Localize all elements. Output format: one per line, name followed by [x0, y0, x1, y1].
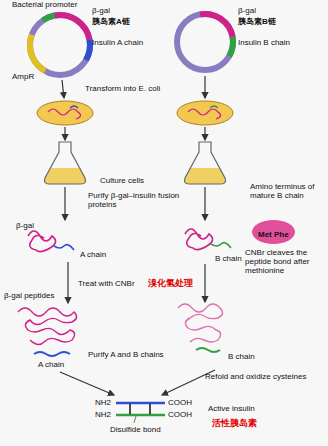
- cell: [37, 101, 93, 125]
- part-label: B chain: [228, 352, 255, 361]
- step-label: Refold and oxidize cysteines: [205, 372, 306, 381]
- gene-label: Insulin B chain: [238, 38, 290, 47]
- plasmid-dna: [188, 109, 221, 119]
- arrow: [64, 127, 65, 140]
- promoter-label: Bacterial promoter: [12, 0, 77, 9]
- plasmid-b: [177, 14, 233, 70]
- arrow: [64, 187, 65, 220]
- part-label: β-gal: [16, 221, 34, 230]
- part-label: β-gal peptides: [4, 291, 54, 300]
- step-label: Purify A and B chains: [88, 350, 173, 359]
- step-label: Transform into E. coli: [85, 84, 160, 93]
- terminus-label: NH2: [95, 398, 111, 407]
- promoter-segment: [43, 16, 55, 21]
- beta-gal-peptides: [18, 308, 77, 345]
- insulin-molecule: [116, 403, 165, 423]
- gene-label-cn: 胰岛素A链: [92, 17, 130, 26]
- step-label: Culture cells: [100, 176, 144, 185]
- gene-label: β-gal: [238, 6, 256, 15]
- arrow: [204, 264, 205, 302]
- b-chain: [211, 243, 231, 248]
- disulfide-bond: [149, 404, 151, 414]
- gene-label: β-gal: [92, 6, 110, 15]
- gene-label-cn: 胰岛素B链: [238, 17, 276, 26]
- plasmid-ring: [30, 15, 90, 75]
- beta-gal-segment: [55, 15, 90, 40]
- gene-label: Insulin A chain: [92, 38, 143, 47]
- part-label: A chain: [80, 250, 106, 259]
- flask: [185, 142, 226, 184]
- a-chain: [34, 352, 70, 356]
- b-chain: [196, 348, 220, 352]
- arrow: [60, 372, 114, 395]
- beta-gal-protein: [185, 229, 213, 250]
- terminus-label: NH2: [95, 410, 111, 419]
- plasmid-dna: [48, 109, 81, 119]
- plasmid-map: β-gal 胰岛素B链 Insulin B chain: [170, 0, 320, 80]
- step-label: Treat with CNBr: [78, 279, 135, 288]
- beta-gal-peptides: [178, 304, 223, 342]
- terminus-label: COOH: [168, 410, 192, 419]
- arrow: [204, 127, 205, 140]
- plasmid-map: Bacterial promoter β-gal 胰岛素A链 Insulin A ch…: [10, 0, 160, 84]
- arrow: [62, 80, 64, 98]
- beta-gal-segment: [200, 14, 233, 37]
- terminus-label: COOH: [168, 398, 192, 407]
- plasmid-a: [30, 15, 90, 75]
- arrow: [204, 76, 205, 98]
- plasmid-dna: [210, 106, 218, 108]
- culture-liquid: [185, 168, 226, 184]
- cleaved-peptides: [18, 304, 223, 356]
- step-label: Purify β-gal–insulin fusion proteins: [88, 191, 193, 209]
- result-label-cn: 活性胰岛素: [212, 418, 257, 428]
- a-chain: [116, 402, 165, 405]
- flask: [45, 142, 86, 184]
- leader-line: [134, 416, 136, 423]
- beta-gal-protein: [28, 231, 56, 252]
- amino-acid-ellipse: Met Phe: [252, 220, 295, 244]
- insulin-segment: [86, 40, 90, 60]
- insulin-segment: [229, 37, 233, 56]
- gene-label: AmpR: [12, 72, 34, 81]
- plasmid-ring: [177, 14, 233, 70]
- disulfide-bond: [129, 404, 131, 414]
- ecoli-cells: [37, 101, 233, 125]
- culture-liquid: [45, 168, 86, 184]
- note: Amino terminus of mature B chain: [250, 182, 324, 200]
- result-label: Active insulin: [208, 404, 255, 413]
- arrow: [204, 187, 205, 220]
- plasmid-dna: [70, 106, 78, 108]
- a-chain: [54, 245, 74, 250]
- arrow: [67, 262, 68, 303]
- part-label: Disulfide bond: [110, 425, 161, 434]
- cell: [177, 101, 233, 125]
- fusion-proteins: [28, 229, 231, 252]
- amino-acid-label: Met Phe: [258, 230, 289, 239]
- step-label-cn: 溴化氢处理: [148, 278, 193, 288]
- part-label: A chain: [38, 360, 64, 369]
- b-chain: [116, 414, 165, 417]
- ampr-segment: [30, 35, 45, 71]
- note: CNBr cleaves the peptide bond after meth…: [245, 248, 325, 276]
- part-label: B chain: [215, 254, 242, 263]
